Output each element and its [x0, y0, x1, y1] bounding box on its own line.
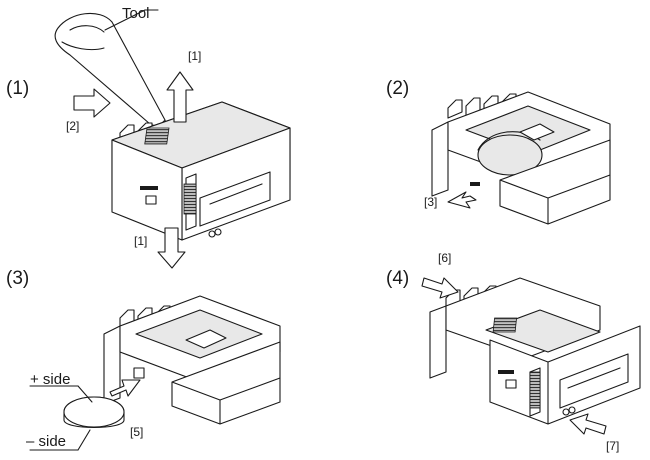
callout-6: [6] [438, 251, 451, 265]
arrow-up-1 [166, 71, 194, 123]
device-step-1 [111, 101, 291, 241]
device-step-4 [429, 277, 641, 425]
arrow-down-1 [157, 227, 186, 269]
tool-label: Tool [122, 5, 150, 22]
callout-1-bottom: [1] [134, 234, 147, 248]
step-1-label: (1) [6, 78, 29, 99]
minus-side-label: – side [26, 433, 66, 450]
device-step-3 [103, 295, 281, 425]
plus-side-label: + side [30, 371, 70, 388]
panel-step-2 [431, 91, 611, 225]
arrow-right-2 [73, 88, 111, 118]
callout-2: [2] [66, 119, 79, 133]
tool-illustration [54, 9, 166, 129]
step-2-label: (2) [386, 78, 409, 99]
callout-5: [5] [130, 425, 143, 439]
step-3-label: (3) [6, 268, 29, 289]
device-step-2 [431, 91, 611, 225]
step-4-label: (4) [386, 268, 409, 289]
callout-1-top: [1] [188, 49, 201, 63]
callout-7: [7] [606, 439, 619, 453]
minus-side-pointer [77, 429, 91, 451]
arrow-left-3 [447, 191, 477, 209]
battery-illustration [63, 396, 125, 428]
arrow-right-5 [109, 379, 141, 397]
callout-3: [3] [424, 195, 437, 209]
plus-side-pointer [77, 385, 93, 403]
panel-step-3 [29, 295, 281, 451]
arrow-right-6 [421, 277, 459, 299]
arrow-left-7 [569, 413, 607, 435]
panel-step-1: Tool [54, 5, 291, 269]
panel-step-4 [421, 277, 641, 435]
